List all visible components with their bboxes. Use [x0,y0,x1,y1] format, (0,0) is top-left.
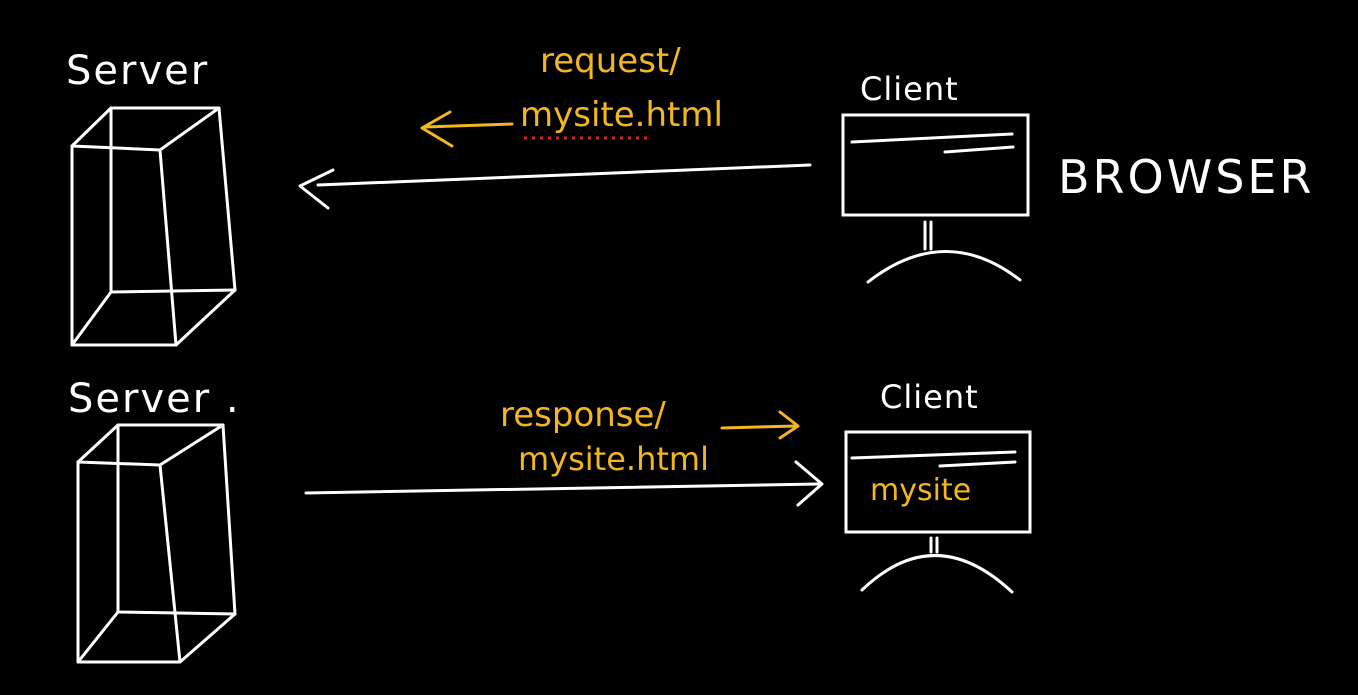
request-label-line2: mysite.html [520,95,723,135]
server-box-top [70,106,237,347]
screen-label-mysite: mysite [870,473,971,508]
client-label-bottom: Client [880,378,979,416]
client-monitor-top [841,113,1030,284]
server-box-bottom [76,423,237,664]
server-label-bottom: Server . [68,376,241,422]
response-label-line2: mysite.html [518,440,709,478]
browser-label: BROWSER [1058,150,1314,204]
request-label-line1: request/ [540,41,681,81]
client-monitor-bottom [844,430,1032,594]
request-small-arrow [420,110,514,148]
response-label-line1: response/ [500,395,666,435]
response-arrow [304,460,824,507]
client-label-top: Client [860,70,959,108]
request-arrow [298,163,812,210]
server-label-top: Server [66,48,209,94]
response-small-arrow [720,410,800,440]
